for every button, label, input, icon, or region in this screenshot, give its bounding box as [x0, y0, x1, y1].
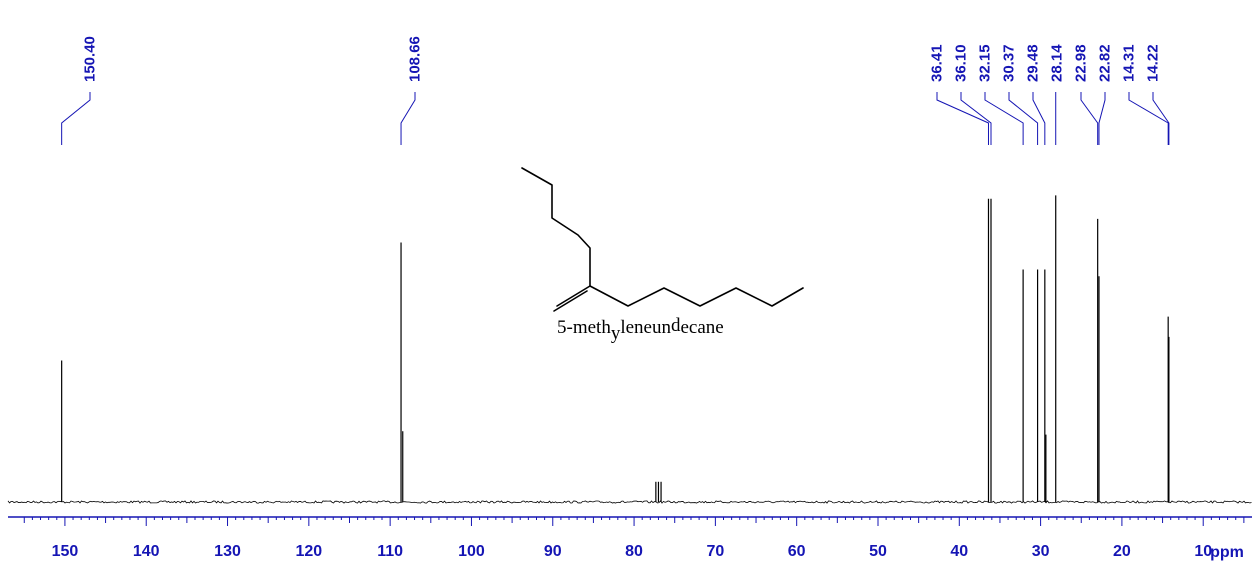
x-tick-label: 40 [950, 543, 968, 560]
peak-label: 22.82 [1097, 44, 1114, 82]
peak-label: 150.40 [82, 36, 99, 82]
hexyl-chain [589, 285, 804, 307]
peak-leader-line [1008, 92, 1039, 145]
peak-leader-line [984, 92, 1024, 145]
peak-label: 32.15 [977, 44, 994, 82]
x-tick-label: 20 [1113, 543, 1131, 560]
methylene-bond-2 [553, 290, 588, 312]
x-tick-label: 60 [788, 543, 806, 560]
compound-name-part: ecane [680, 317, 723, 338]
x-tick-label: 10 [1194, 543, 1212, 560]
peak-leader-line [1080, 92, 1099, 145]
compound-name-part: y [611, 323, 621, 344]
compound-name-part: leneun [620, 317, 671, 338]
compound-name-part: 5-meth [557, 317, 611, 338]
butyl-chain [521, 167, 591, 287]
peak-leader-line [1032, 92, 1046, 145]
peak-leader-line [960, 92, 992, 145]
x-tick-label: 50 [869, 543, 887, 560]
peak-label: 36.10 [953, 44, 970, 82]
x-tick-label: 150 [52, 543, 79, 560]
peak-label: 28.14 [1049, 44, 1066, 82]
x-tick-label: 110 [377, 543, 403, 560]
peak-leader-line [61, 92, 91, 145]
peak-leader-line [936, 92, 989, 145]
peak-leader-line [1098, 92, 1106, 145]
molecule-structure [521, 167, 804, 312]
x-tick-label: 80 [625, 543, 643, 560]
x-tick-label: 90 [544, 543, 562, 560]
peak-leader-line [1128, 92, 1169, 145]
peak-label: 14.22 [1145, 44, 1162, 82]
compound-name-part: d [671, 315, 681, 336]
x-axis-label: ppm [1210, 544, 1244, 561]
peak-label: 14.31 [1121, 44, 1138, 82]
x-tick-label: 140 [133, 543, 160, 560]
spectrum-baseline [7, 500, 1252, 504]
x-tick-label: 70 [706, 543, 724, 560]
x-tick-label: 120 [295, 543, 322, 560]
x-tick-label: 130 [214, 543, 241, 560]
compound-name: 5-methyleneundecane [557, 315, 724, 344]
methylene-bond-1 [556, 285, 591, 307]
peak-label: 30.37 [1001, 44, 1018, 82]
peak-leader-line [400, 92, 416, 145]
peak-label: 22.98 [1073, 44, 1090, 82]
peak-label: 29.48 [1025, 44, 1042, 82]
x-tick-label: 30 [1032, 543, 1050, 560]
peak-leader-line [1152, 92, 1170, 145]
peak-label: 36.41 [929, 44, 946, 82]
peak-label: 108.66 [407, 36, 424, 82]
x-tick-label: 100 [458, 543, 485, 560]
